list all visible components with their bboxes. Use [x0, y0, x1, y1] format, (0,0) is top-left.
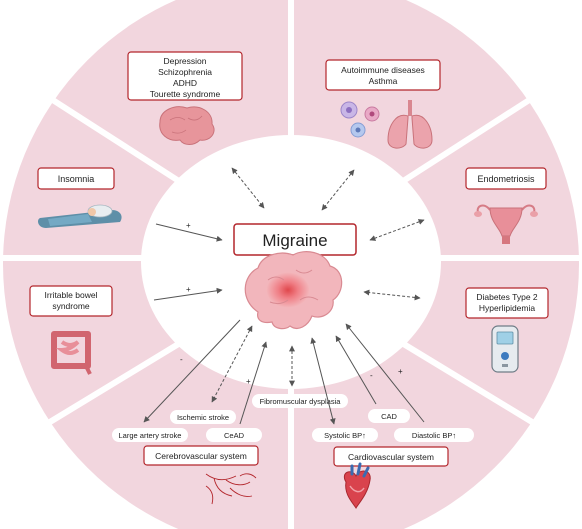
psychiatric-line-2: Schizophrenia [158, 67, 212, 77]
fibromuscular-label: Fibromuscular dysplasia [260, 397, 342, 406]
heart-icon [343, 462, 371, 509]
immune-line-2: Asthma [369, 76, 398, 86]
cardiovascular-box: Cardiovascular system [333, 446, 449, 467]
plus-sign-insomnia: + [186, 221, 191, 230]
pink-brain-icon [159, 106, 215, 145]
immune-line-1: Autoimmune diseases [341, 65, 425, 75]
metabolic-line-2: Hyperlipidemia [479, 303, 535, 313]
immune-cells-icon [340, 101, 380, 138]
ibs-line-2: syndrome [52, 301, 90, 311]
psychiatric-line-3: ADHD [173, 78, 197, 88]
metabolic-line-1: Diabetes Type 2 [476, 292, 538, 302]
psychiatric-line-1: Depression [164, 56, 207, 66]
ibs-line-1: Irritable bowel [45, 290, 98, 300]
relationship-arrows [143, 167, 425, 425]
lungs-icon [387, 100, 433, 149]
insomnia-label: Insomnia [58, 174, 95, 184]
plus-sign-ibs: + [186, 285, 191, 294]
endometriosis-label: Endometriosis [477, 174, 535, 184]
endometriosis-box: Endometriosis [465, 167, 547, 190]
cerebrovascular-box: Cerebrovascular system [143, 445, 259, 466]
fibromuscular-item: Fibromuscular dysplasia [252, 394, 348, 408]
psychiatric-box: Depression Schizophrenia ADHD Tourette s… [127, 51, 243, 101]
immune-box: Autoimmune diseases Asthma [325, 59, 441, 91]
cad-label: CAD [381, 412, 397, 421]
relationship-signs: + + - + - + [180, 221, 403, 386]
intestine-icon [51, 331, 92, 375]
plus-sign-diastolic: + [398, 367, 403, 376]
large-artery-stroke-label: Large artery stroke [119, 431, 182, 440]
cerebrovascular-items: Ischemic stroke Large artery stroke CeAD [112, 410, 262, 442]
uterus-icon [474, 204, 538, 244]
plus-sign-cead: + [246, 377, 251, 386]
vessels-icon [205, 473, 257, 505]
psychiatric-line-4: Tourette syndrome [150, 89, 221, 99]
diastolic-bp-label: Diastolic BP↑ [412, 431, 456, 440]
systolic-bp-label: Systolic BP↑ [324, 431, 366, 440]
migraine-title-box: Migraine [233, 223, 357, 256]
ischemic-stroke-label: Ischemic stroke [177, 413, 229, 422]
sleeping-person-icon [38, 204, 122, 228]
metabolic-box: Diabetes Type 2 Hyperlipidemia [465, 287, 549, 319]
glucose-meter-icon [491, 325, 519, 373]
cerebrovascular-title: Cerebrovascular system [155, 451, 247, 461]
migraine-title: Migraine [262, 231, 327, 250]
minus-sign-large-artery: - [180, 355, 183, 364]
cardiovascular-title: Cardiovascular system [348, 452, 434, 462]
minus-sign-cad: - [370, 371, 373, 380]
insomnia-box: Insomnia [37, 167, 115, 190]
brain-icon [244, 251, 343, 330]
cead-label: CeAD [224, 431, 245, 440]
cardiovascular-items: CAD Systolic BP↑ Diastolic BP↑ [312, 409, 474, 442]
ibs-box: Irritable bowel syndrome [29, 285, 113, 317]
